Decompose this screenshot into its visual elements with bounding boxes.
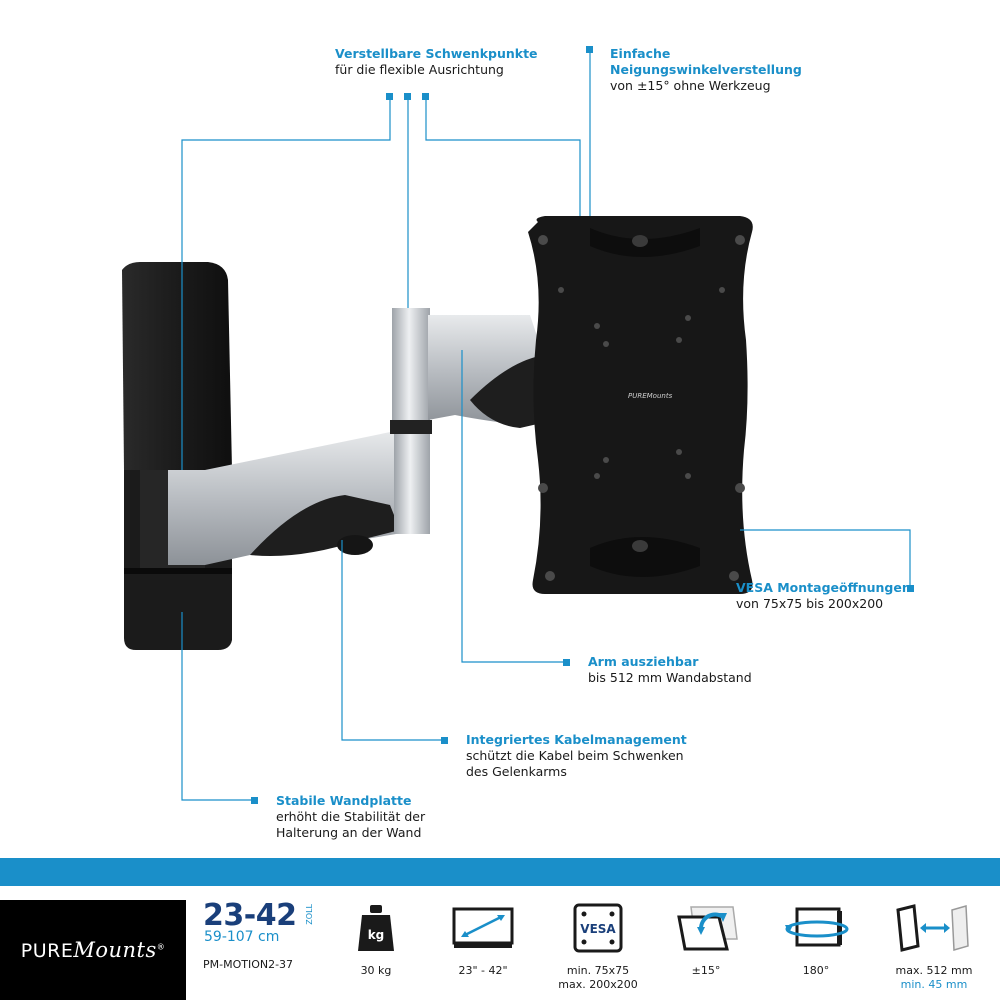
spec-screen-size: 23" - 42": [423, 898, 543, 978]
callout-vesa-desc: von 75x75 bis 200x200: [736, 596, 884, 611]
callout-arm-desc: bis 512 mm Wandabstand: [588, 670, 752, 685]
brand-mark: ®: [156, 942, 166, 952]
callout-vesa: VESA Montageöffnungen von 75x75 bis 200x…: [736, 580, 911, 612]
spec-vesa: VESA min. 75x75 max. 200x200: [538, 898, 658, 992]
callout-wallplate-desc: erhöht die Stabilität der: [276, 809, 426, 824]
callout-cable-desc: schützt die Kabel beim Schwenken: [466, 748, 684, 763]
product-illustration: [122, 46, 914, 804]
spec-wall-distance-min: min. 45 mm: [900, 978, 968, 991]
callout-vesa-title: VESA Montageöffnungen: [736, 580, 911, 595]
vesa-icon: VESA: [573, 903, 623, 953]
callout-swivel-title: Verstellbare Schwenkpunkte: [335, 46, 538, 61]
brand-name: PURE: [20, 940, 74, 962]
spec-screen-size-label: 23" - 42": [458, 964, 508, 977]
spec-vesa-label-min: min. 75x75: [566, 964, 630, 977]
callout-arm: Arm ausziehbar bis 512 mm Wandabstand: [588, 654, 752, 686]
size-unit: ZOLL: [305, 904, 314, 925]
callout-cable-desc2: des Gelenkarms: [466, 764, 567, 779]
callout-tilt-title2: Neigungswinkelverstellung: [610, 62, 802, 77]
spec-tilt-label: ±15°: [691, 964, 721, 977]
callout-arm-title: Arm ausziehbar: [588, 654, 699, 669]
product-diagram: PUREMounts Verstellbare Schwenkpunkte fü…: [122, 46, 914, 841]
brand-logo-text: PUREMounts®: [21, 938, 166, 962]
spec-wall-distance: max. 512 mm min. 45 mm: [874, 898, 994, 992]
callout-tilt: Einfache Neigungswinkelverstellung von ±…: [610, 46, 802, 94]
vesa-icon-text: VESA: [580, 922, 616, 936]
callout-swivel-desc: für die flexible Ausrichtung: [335, 62, 504, 77]
brand-script: Mounts: [73, 938, 157, 962]
product-logo: PUREMounts: [628, 392, 673, 400]
callout-cable-title: Integriertes Kabelmanagement: [466, 732, 687, 747]
callout-wallplate: Stabile Wandplatte erhöht die Stabilität…: [276, 793, 425, 841]
leader-lines: [181, 50, 911, 801]
wall-distance-icon: [896, 904, 969, 952]
spec-swivel-label: 180°: [802, 964, 830, 977]
size-inches: 23-42: [203, 898, 297, 933]
screen-size-icon: [452, 907, 514, 948]
joint-column: [390, 308, 432, 534]
spec-wall-distance-max: max. 512 mm: [895, 964, 973, 977]
spec-weight: kg 30 kg: [316, 898, 436, 978]
callout-wallplate-desc2: Halterung an der Wand: [276, 825, 422, 840]
callout-swivel: Verstellbare Schwenkpunkte für die flexi…: [335, 46, 538, 78]
model-number: PM-MOTION2-37: [203, 958, 294, 971]
spec-swivel: 180°: [756, 898, 876, 978]
swivel-icon: [785, 907, 849, 947]
callout-tilt-desc: von ±15° ohne Werkzeug: [610, 78, 771, 93]
spec-vesa-label-max: max. 200x200: [558, 978, 638, 991]
callout-cable: Integriertes Kabelmanagement schützt die…: [466, 732, 687, 780]
spec-weight-label: 30 kg: [360, 964, 392, 977]
accent-band: [0, 858, 1000, 886]
wall-plate: [122, 262, 232, 650]
callout-wallplate-title: Stabile Wandplatte: [276, 793, 412, 808]
tilt-icon: [677, 906, 738, 951]
spec-tilt: ±15°: [646, 898, 766, 978]
lower-arm: [168, 430, 420, 565]
size-info: 23-42 ZOLL 59-107 cm PM-MOTION2-37: [203, 898, 314, 978]
callout-tilt-title: Einfache: [610, 46, 671, 61]
weight-icon-text: kg: [368, 928, 385, 942]
size-cm: 59-107 cm: [204, 929, 280, 945]
leader-markers: [251, 46, 914, 804]
vesa-plate: [528, 216, 753, 594]
weight-icon: kg: [358, 905, 394, 951]
brand-logo: PUREMounts®: [0, 900, 186, 1000]
